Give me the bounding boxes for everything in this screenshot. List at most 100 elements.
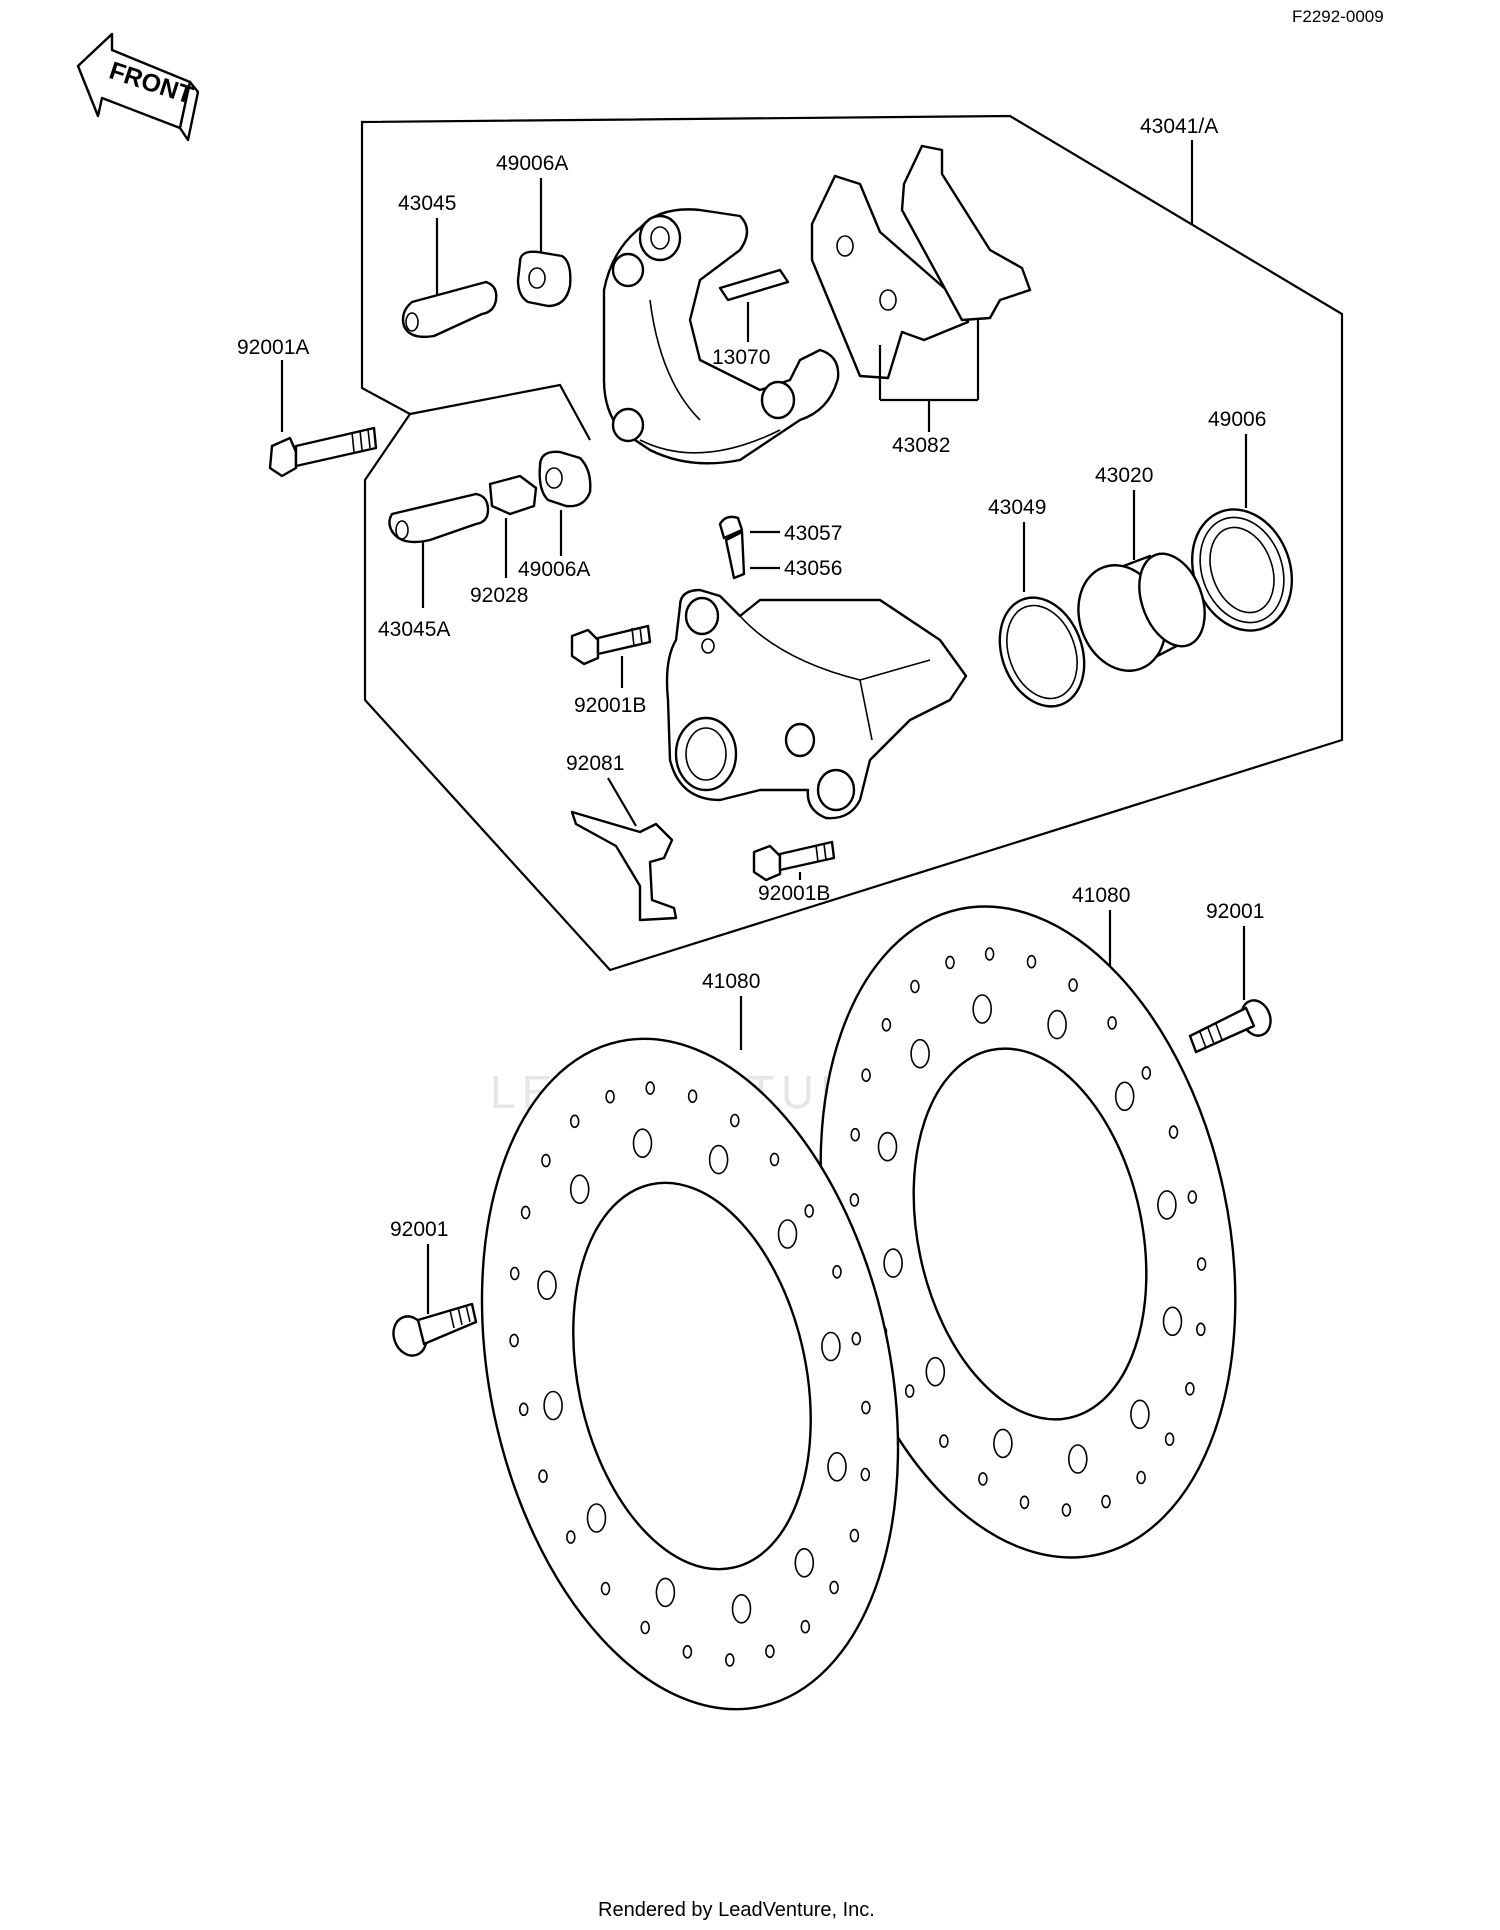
disc-drill-hole: [1026, 954, 1037, 969]
disc-mount-hole: [827, 1452, 847, 1482]
disc-drill-hole: [769, 1152, 780, 1167]
reference-code: F2292-0009: [1292, 7, 1384, 26]
disc-drill-hole: [729, 1113, 740, 1128]
disc-drill-hole: [569, 1114, 580, 1129]
disc-drill-hole: [1187, 1190, 1198, 1204]
disc-drill-hole: [939, 1434, 949, 1448]
bush-92028: [488, 474, 538, 516]
disc-mount-hole: [883, 1248, 903, 1278]
disc-mount-hole: [1130, 1399, 1150, 1430]
disc-drill-hole: [600, 1581, 611, 1596]
disc-drill-hole: [861, 1068, 871, 1082]
disc-drill-hole: [910, 979, 920, 994]
disc-mount-hole: [794, 1548, 815, 1578]
disc-drill-hole: [640, 1620, 651, 1635]
disc-mount-hole: [877, 1131, 898, 1162]
label-92081: 92081: [566, 752, 624, 775]
brake-disc-41080-right: [819, 905, 1237, 1559]
piston-43020: [1077, 552, 1206, 672]
caliper-body: [665, 588, 968, 820]
disc-drill-hole: [849, 1528, 860, 1543]
label-13070: 13070: [712, 346, 770, 369]
disc-drill-hole: [1141, 1066, 1152, 1080]
disc-drill-hole: [1168, 1125, 1179, 1139]
boot-49006A-top: [516, 250, 572, 308]
label-92001-left: 92001: [390, 1218, 448, 1241]
label-92001A: 92001A: [237, 336, 309, 359]
sub-boundary-line: [409, 383, 591, 441]
disc-mount-hole: [910, 1038, 930, 1069]
disc-drill-hole: [851, 1331, 862, 1346]
label-43045A: 43045A: [378, 618, 450, 641]
disc-drill-hole: [860, 1467, 871, 1482]
spring-13070: [718, 268, 790, 302]
disc-drill-hole: [861, 1400, 871, 1415]
caliper-bracket: [602, 208, 840, 465]
disc-drill-hole: [1019, 1495, 1030, 1510]
bolt-92001A: [268, 426, 378, 478]
disc-drill-hole: [832, 1265, 842, 1279]
label-92001B-top: 92001B: [574, 694, 646, 717]
disc-mount-hole: [569, 1174, 590, 1204]
label-43057: 43057: [784, 522, 842, 545]
disc-mount-hole: [925, 1356, 946, 1387]
bleeder-valve-43057: [718, 515, 746, 580]
disc-drill-hole: [804, 1204, 815, 1218]
disc-drill-hole: [945, 955, 955, 970]
disc-drill-hole: [538, 1469, 548, 1483]
disc-drill-hole: [687, 1089, 698, 1103]
disc-mount-hole: [993, 1428, 1013, 1459]
label-41080-left: 41080: [702, 970, 760, 993]
disc-mount-hole: [1114, 1081, 1135, 1112]
label-43049: 43049: [988, 496, 1046, 519]
label-43020: 43020: [1095, 464, 1153, 487]
disc-drill-hole: [518, 1402, 529, 1417]
disc-drill-hole: [1196, 1322, 1206, 1337]
disc-drill-hole: [645, 1081, 656, 1095]
front-arrow-icon: FRONT: [76, 32, 200, 142]
disc-drill-hole: [800, 1619, 811, 1634]
disc-drill-hole: [1068, 978, 1078, 992]
disc-drill-hole: [829, 1580, 839, 1595]
disc-drill-hole: [978, 1472, 988, 1486]
disc-drill-hole: [509, 1333, 519, 1348]
disc-drill-hole: [1061, 1503, 1072, 1517]
disc-mount-hole: [1047, 1009, 1067, 1040]
disc-mount-hole: [543, 1390, 563, 1421]
footer-credit: Rendered by LeadVenture, Inc.: [598, 1899, 875, 1921]
disc-drill-hole: [850, 1127, 861, 1142]
boot-49006A-bottom: [538, 450, 592, 508]
disc-drill-hole: [724, 1653, 735, 1667]
disc-drill-hole: [904, 1384, 915, 1398]
brake-disc-41080-left: [480, 1037, 900, 1711]
label-49006: 49006: [1208, 408, 1266, 431]
label-92001-right: 92001: [1206, 900, 1264, 923]
brake-pads-43082: [810, 144, 1032, 380]
label-43045: 43045: [398, 192, 456, 215]
disc-mount-hole: [708, 1144, 729, 1175]
bolt-92001B-bottom: [752, 840, 836, 882]
disc-drill-hole: [1185, 1382, 1195, 1396]
label-49006A-bottom: 49006A: [518, 558, 590, 581]
piston-seal-43049: [998, 596, 1086, 708]
disc-drill-hole: [849, 1193, 860, 1207]
disc-drill-hole: [881, 1018, 892, 1032]
disc-drill-hole: [541, 1153, 551, 1168]
disc-mount-hole: [632, 1128, 653, 1158]
assembly-boundary: [360, 114, 1344, 972]
label-43041A: 43041/A: [1140, 115, 1218, 138]
pin-43045: [401, 280, 498, 339]
disc-drill-hole: [1107, 1016, 1117, 1030]
disc-drill-hole: [1136, 1470, 1146, 1485]
disc-mount-hole: [1157, 1190, 1177, 1220]
disc-mount-hole: [655, 1577, 676, 1608]
disc-mount-hole: [777, 1219, 798, 1249]
label-49006A-top: 49006A: [496, 152, 568, 175]
disc-mount-hole: [731, 1594, 752, 1624]
label-43056: 43056: [784, 557, 842, 580]
disc-mount-hole: [1162, 1306, 1183, 1337]
bolt-92001-left: [392, 1302, 478, 1357]
disc-mount-hole: [1068, 1444, 1088, 1474]
disc-mount-hole: [586, 1503, 607, 1533]
